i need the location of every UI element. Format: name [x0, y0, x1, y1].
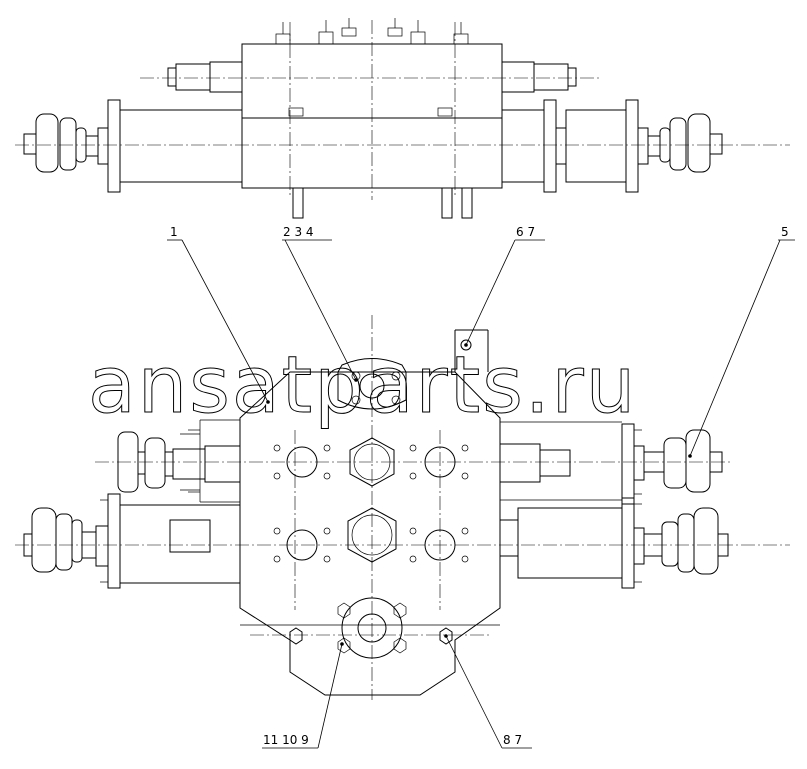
- callout-label-5: 5: [781, 225, 789, 239]
- top-view: [15, 18, 790, 219]
- bottom-flange: [337, 597, 407, 659]
- top-flange: [337, 358, 407, 410]
- top-bolts: [275, 18, 469, 117]
- callout-label-6-7: 6 7: [516, 225, 535, 239]
- top-bottom-ports: [292, 187, 473, 219]
- top-upper-actuators: [167, 61, 577, 93]
- callout-label-11-10-9: 11 10 9: [263, 733, 309, 747]
- callouts: 1 2 3 4 6 7 5 11 10 9 8 7: [167, 225, 795, 749]
- front-right-lower-cylinder: [499, 497, 729, 589]
- front-left-lower-cylinder: [23, 493, 241, 589]
- plug-upper: [460, 339, 472, 351]
- plugs-lower: [289, 627, 453, 645]
- callout-label-1: 1: [170, 225, 178, 239]
- lower-valve-row: [273, 507, 469, 563]
- front-view: [15, 315, 790, 700]
- callout-label-8-7: 8 7: [503, 733, 522, 747]
- front-right-upper-actuator: [499, 421, 723, 505]
- side-bolts: [100, 429, 642, 583]
- top-lower-left-cylinder: [23, 99, 243, 193]
- top-lower-right-cylinder: [501, 99, 723, 193]
- upper-valve-row: [273, 437, 469, 487]
- front-left-upper-actuator: [117, 419, 241, 503]
- callout-label-2-3-4: 2 3 4: [283, 225, 314, 239]
- watermark: ansatparts.ru: [88, 341, 637, 431]
